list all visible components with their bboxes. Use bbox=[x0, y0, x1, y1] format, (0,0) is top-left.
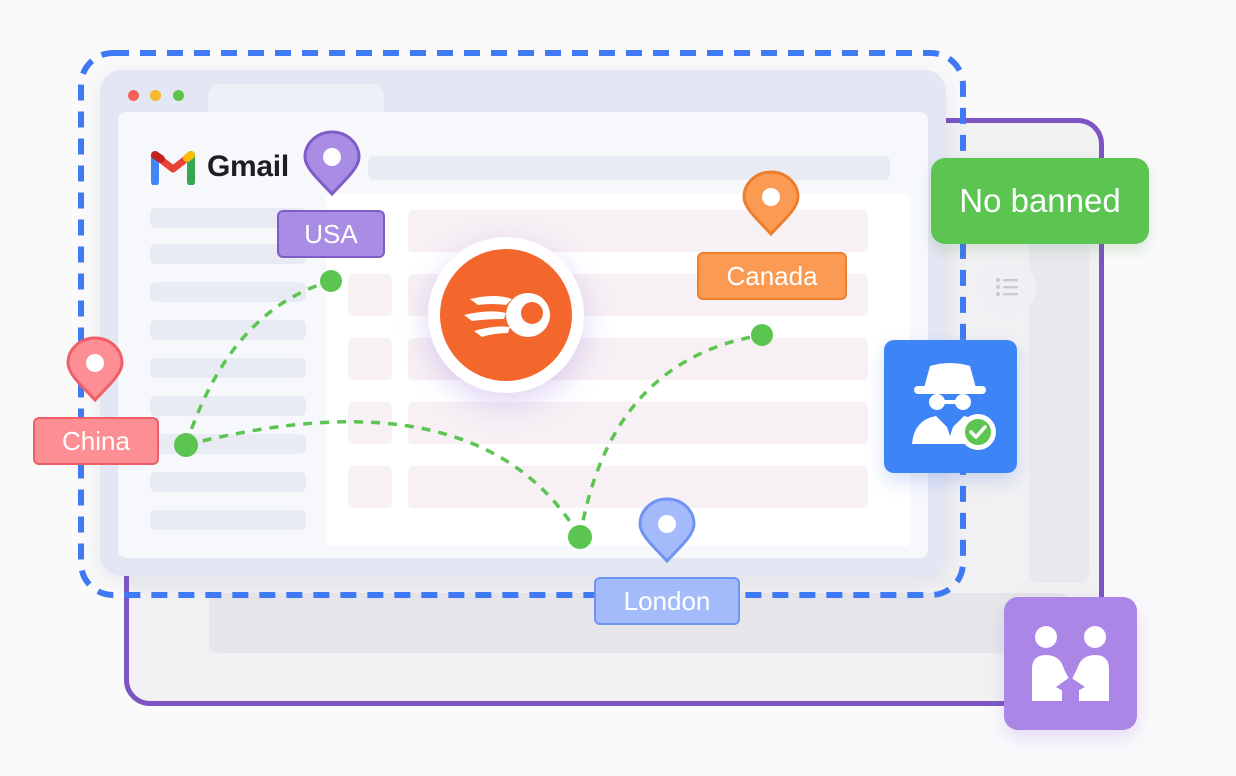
team-handshake-icon bbox=[1004, 597, 1137, 730]
location-pin-icon bbox=[66, 336, 124, 403]
back-side-panel bbox=[1029, 233, 1089, 583]
location-tag-london: London bbox=[594, 577, 740, 625]
route-node-canada bbox=[751, 324, 773, 346]
message-row[interactable] bbox=[408, 402, 868, 444]
check-badge-icon bbox=[960, 414, 996, 450]
location-tag-canada: Canada bbox=[697, 252, 847, 300]
location-pin-icon bbox=[638, 497, 696, 564]
browser-window bbox=[100, 70, 946, 576]
sidebar-item[interactable] bbox=[150, 244, 306, 264]
search-bar[interactable] bbox=[368, 156, 890, 180]
location-tag-usa: USA bbox=[277, 210, 385, 258]
location-pin-icon bbox=[742, 170, 800, 237]
selection-frame bbox=[78, 50, 966, 598]
sidebar-item[interactable] bbox=[150, 208, 306, 228]
message-checkbox[interactable] bbox=[348, 466, 392, 508]
sidebar-item[interactable] bbox=[150, 510, 306, 530]
gmail-logo-icon bbox=[151, 151, 195, 185]
message-checkbox[interactable] bbox=[348, 338, 392, 380]
message-checkbox[interactable] bbox=[348, 274, 392, 316]
route-node-china bbox=[174, 433, 198, 457]
sidebar-item[interactable] bbox=[150, 320, 306, 340]
window-close-dot[interactable] bbox=[128, 90, 139, 101]
location-pin-icon bbox=[303, 130, 361, 197]
message-row[interactable] bbox=[408, 466, 868, 508]
semrush-logo-icon bbox=[440, 249, 572, 381]
message-list bbox=[326, 194, 910, 546]
sidebar-item[interactable] bbox=[150, 282, 306, 302]
list-icon[interactable] bbox=[978, 258, 1036, 316]
status-badge: No banned bbox=[931, 158, 1149, 244]
location-tag-china: China bbox=[33, 417, 159, 465]
sidebar-item[interactable] bbox=[150, 358, 306, 378]
gmail-title: Gmail bbox=[207, 150, 289, 183]
window-maximize-dot[interactable] bbox=[173, 90, 184, 101]
gmail-window-body bbox=[118, 112, 928, 558]
sidebar-item[interactable] bbox=[150, 396, 306, 416]
sidebar-item[interactable] bbox=[150, 472, 306, 492]
incognito-user-icon bbox=[884, 340, 1017, 473]
route-node-usa bbox=[320, 270, 342, 292]
semrush-logo bbox=[428, 237, 584, 393]
window-minimize-dot[interactable] bbox=[150, 90, 161, 101]
route-node-london bbox=[568, 525, 592, 549]
